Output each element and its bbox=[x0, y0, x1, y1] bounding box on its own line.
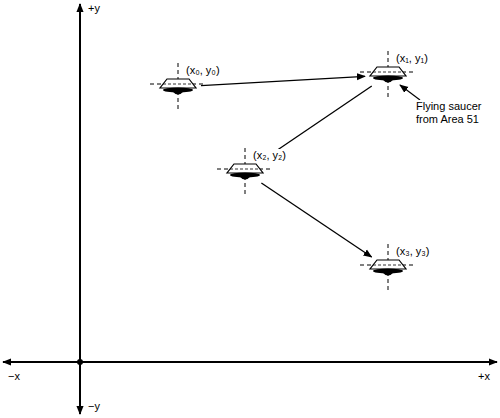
axis-label: +y bbox=[88, 2, 100, 15]
flying-saucer bbox=[225, 164, 265, 180]
flying-saucer bbox=[158, 79, 198, 95]
flying-saucer bbox=[368, 260, 408, 276]
movement-arrow bbox=[201, 76, 365, 85]
center-line bbox=[150, 84, 206, 85]
saucer-hull bbox=[370, 260, 406, 269]
hull-line bbox=[373, 72, 403, 73]
saucer-hull bbox=[227, 164, 263, 173]
saucer-dome bbox=[382, 272, 394, 276]
saucer-dome bbox=[239, 176, 251, 180]
y-axis bbox=[79, 4, 81, 414]
callout-text: Flying saucer from Area 51 bbox=[416, 100, 492, 126]
position-label: (x₀, y₀) bbox=[185, 64, 221, 77]
position-label: (x₁, y₁) bbox=[395, 52, 429, 65]
hull-line bbox=[163, 84, 193, 85]
axis-label: −y bbox=[88, 400, 100, 413]
position-label: (x₃, y₃) bbox=[395, 245, 430, 258]
saucer-node: (x₁, y₁) bbox=[368, 67, 408, 83]
saucer-node: (x₃, y₃) bbox=[368, 260, 408, 276]
position-label: (x₂, y₂) bbox=[252, 149, 287, 162]
saucer-hull bbox=[370, 67, 406, 76]
movement-arrow bbox=[261, 183, 371, 257]
saucer-dome bbox=[382, 79, 394, 83]
leader-line bbox=[400, 85, 420, 100]
center-line bbox=[360, 265, 416, 266]
hull-line bbox=[373, 265, 403, 266]
center-line bbox=[217, 169, 273, 170]
hull-line bbox=[230, 169, 260, 170]
saucer-node: (x₀, y₀) bbox=[158, 79, 198, 95]
saucer-hull bbox=[160, 79, 196, 88]
center-line bbox=[360, 72, 416, 73]
saucer-dome bbox=[172, 91, 184, 95]
flying-saucer bbox=[368, 67, 408, 83]
origin-dot bbox=[77, 359, 83, 365]
axis-label: −x bbox=[8, 370, 20, 383]
axis-label: +x bbox=[478, 370, 490, 383]
saucer-node: (x₂, y₂) bbox=[225, 164, 265, 180]
